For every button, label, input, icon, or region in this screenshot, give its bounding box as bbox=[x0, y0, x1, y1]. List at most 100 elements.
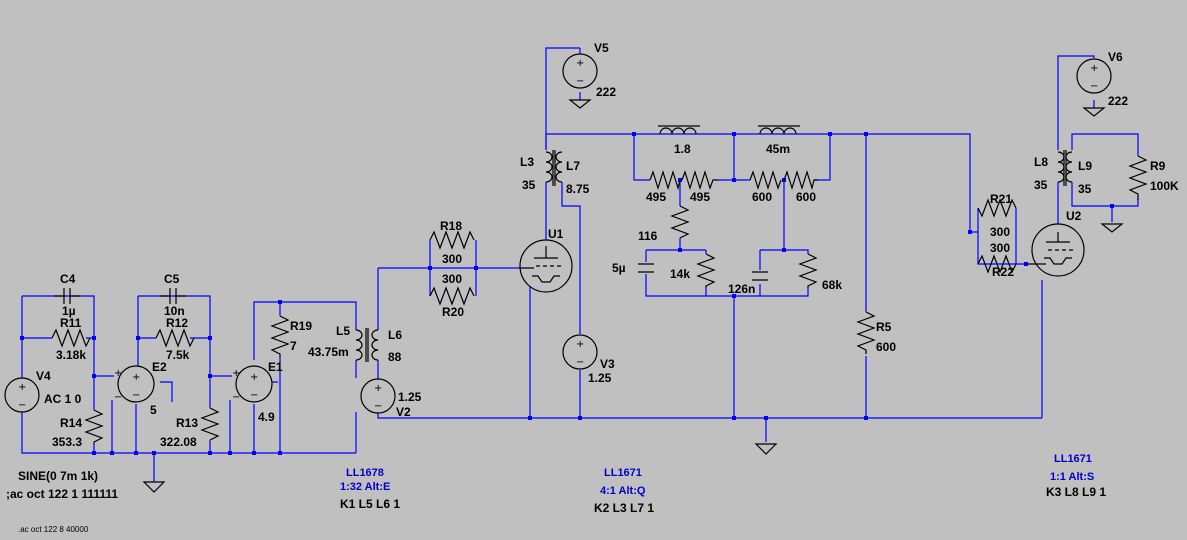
c5-value: 10n bbox=[164, 304, 185, 318]
svg-text:+: + bbox=[1090, 63, 1098, 74]
v5-value: 222 bbox=[596, 85, 616, 99]
svg-text:−: − bbox=[576, 357, 584, 368]
r22-resistor[interactable] bbox=[977, 254, 1017, 274]
ground-symbol bbox=[754, 443, 778, 455]
r12-resistor[interactable] bbox=[155, 328, 195, 348]
resistor-600-c-value: 600 bbox=[752, 190, 772, 204]
l3-ref: L3 bbox=[520, 155, 534, 169]
r13-value: 322.08 bbox=[160, 435, 197, 449]
resistor-68k-value: 68k bbox=[822, 278, 842, 292]
svg-text:+: + bbox=[114, 368, 122, 379]
r9-value: 100K bbox=[1150, 179, 1179, 193]
svg-text:+: + bbox=[250, 372, 258, 383]
v2-value: 1.25 bbox=[398, 390, 422, 404]
l8-ref: L8 bbox=[1034, 155, 1048, 169]
r5-ref: R5 bbox=[876, 320, 892, 334]
svg-text:−: − bbox=[114, 392, 122, 403]
resistor-495-a[interactable] bbox=[649, 169, 681, 191]
l6-ref: L6 bbox=[388, 328, 402, 342]
resistor-495-a-value: 495 bbox=[646, 190, 666, 204]
l3-l7-transformer[interactable] bbox=[545, 150, 563, 196]
v6-voltage-source[interactable]: + − bbox=[1076, 58, 1112, 94]
svg-text:−: − bbox=[374, 401, 382, 412]
ll1671b-title: LL1671 bbox=[1054, 453, 1092, 465]
resistor-116-value: 116 bbox=[638, 229, 658, 243]
v5-voltage-source[interactable]: + − bbox=[562, 53, 598, 89]
svg-text:−: − bbox=[576, 76, 584, 87]
r13-ref: R13 bbox=[176, 416, 198, 430]
v4-value: AC 1 0 bbox=[44, 392, 82, 406]
ac-directive: .ac oct 122 8 40000 bbox=[18, 525, 89, 534]
resistor-600-c[interactable] bbox=[749, 169, 782, 191]
r14-resistor[interactable] bbox=[84, 409, 104, 444]
k3-directive: K3 L8 L9 1 bbox=[1046, 485, 1106, 499]
v2-voltage-source[interactable]: + − bbox=[360, 378, 396, 414]
capacitor-126n[interactable] bbox=[752, 271, 768, 281]
r12-value: 7.5k bbox=[166, 348, 190, 362]
v6-value: 222 bbox=[1108, 94, 1128, 108]
svg-text:−: − bbox=[132, 390, 140, 401]
v3-voltage-source[interactable]: + − bbox=[562, 334, 598, 370]
resistor-116[interactable] bbox=[670, 205, 690, 239]
r11-ref: R11 bbox=[60, 316, 82, 330]
u1-triode-tube[interactable] bbox=[519, 239, 573, 293]
r13-resistor[interactable] bbox=[200, 407, 220, 441]
svg-text:+: + bbox=[374, 383, 382, 394]
resistor-14k[interactable] bbox=[696, 253, 716, 288]
r11-value: 3.18k bbox=[56, 348, 86, 362]
capacitor-5u[interactable] bbox=[638, 263, 654, 273]
resistor-495-b[interactable] bbox=[681, 169, 718, 191]
k1-directive: K1 L5 L6 1 bbox=[340, 497, 400, 511]
l7-ref: L7 bbox=[566, 159, 580, 173]
c5-ref: C5 bbox=[164, 272, 180, 286]
svg-text:+: + bbox=[232, 368, 240, 379]
r14-value: 353.3 bbox=[52, 435, 82, 449]
resistor-68k[interactable] bbox=[798, 253, 818, 288]
resistor-600-d[interactable] bbox=[783, 169, 818, 191]
ll1678-title: LL1678 bbox=[346, 467, 384, 479]
r11-resistor[interactable] bbox=[51, 328, 91, 348]
v2-ref: V2 bbox=[396, 405, 411, 419]
ac-comment: ;ac oct 122 1 111111 bbox=[6, 487, 118, 501]
c4-value: 1µ bbox=[62, 304, 76, 318]
r22-value: 300 bbox=[990, 241, 1010, 255]
r14-ref: R14 bbox=[60, 416, 82, 430]
c4-capacitor[interactable] bbox=[54, 288, 80, 304]
r21-resistor[interactable] bbox=[977, 198, 1017, 218]
e1-ref: E1 bbox=[268, 360, 283, 374]
r5-value: 600 bbox=[876, 340, 896, 354]
ll1671a-title: LL1671 bbox=[604, 467, 642, 479]
resistor-14k-value: 14k bbox=[670, 267, 690, 281]
u2-triode-tube[interactable] bbox=[1026, 223, 1085, 277]
l6-value: 88 bbox=[388, 350, 402, 364]
e2-dependent-source[interactable]: + − + − bbox=[114, 365, 155, 403]
v4-ref: V4 bbox=[36, 369, 51, 383]
r18-resistor[interactable] bbox=[429, 230, 475, 250]
resistor-495-b-value: 495 bbox=[690, 190, 710, 204]
l5-l6-transformer[interactable] bbox=[355, 328, 379, 362]
resistor-600-d-value: 600 bbox=[796, 190, 816, 204]
e1-dependent-source[interactable]: + − + − bbox=[232, 365, 273, 403]
ll1671a-alt: 4:1 Alt:Q bbox=[600, 485, 646, 497]
u2-ref: U2 bbox=[1066, 209, 1082, 223]
inductor-1-8[interactable] bbox=[658, 125, 700, 135]
svg-text:−: − bbox=[1090, 81, 1098, 92]
l7-value: 8.75 bbox=[566, 182, 590, 196]
ll1678-alt: 1:32 Alt:E bbox=[340, 481, 390, 493]
v4-voltage-source[interactable]: + − bbox=[4, 377, 40, 413]
r9-resistor[interactable] bbox=[1128, 155, 1148, 200]
r20-resistor[interactable] bbox=[429, 286, 475, 306]
labels: C4 1µ R11 3.18k V4 AC 1 0 R14 353.3 C5 1… bbox=[36, 41, 1179, 449]
r22-ref: R22 bbox=[992, 265, 1014, 279]
k2-directive: K2 L3 L7 1 bbox=[594, 501, 654, 515]
l5-value: 43.75m bbox=[308, 345, 349, 359]
directives: SINE(0 7m 1k) ;ac oct 122 1 111111 .ac o… bbox=[6, 453, 1106, 534]
r5-resistor[interactable] bbox=[856, 311, 876, 354]
e1-value: 4.9 bbox=[258, 410, 275, 424]
ground-symbol bbox=[1082, 107, 1106, 117]
c5-capacitor[interactable] bbox=[160, 288, 186, 304]
sine-directive: SINE(0 7m 1k) bbox=[18, 469, 98, 483]
r19-resistor[interactable] bbox=[270, 315, 290, 358]
l8-l9-transformer[interactable] bbox=[1057, 150, 1073, 196]
inductor-45m[interactable] bbox=[758, 125, 800, 135]
